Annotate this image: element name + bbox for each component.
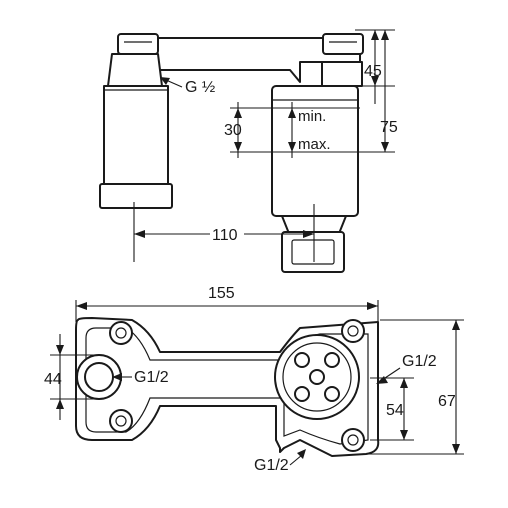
right-neck [321, 61, 363, 87]
plan-inner-contour [85, 327, 369, 445]
dim-45: 45 [364, 63, 382, 80]
right-port-label: G1/2 [402, 353, 437, 370]
right-socket [281, 231, 345, 273]
dim-44: 44 [44, 371, 62, 388]
side-view: G ½ 45 75 30 min. max. 110 [99, 29, 398, 273]
mount-hole-top-right [341, 319, 365, 343]
dim-54: 54 [386, 402, 404, 419]
left-top-fitting [117, 33, 159, 55]
dim-67: 67 [438, 393, 456, 410]
dim-30: 30 [224, 122, 242, 139]
min-label: min. [298, 108, 326, 125]
right-valve-body [274, 334, 360, 420]
bottom-port-label: G1/2 [254, 457, 289, 474]
left-port-label: G1/2 [134, 369, 169, 386]
mount-hole-top-left [109, 321, 133, 345]
mount-hole-bottom-left [109, 409, 133, 433]
dim-75: 75 [380, 119, 398, 136]
side-thread-label: G ½ [185, 79, 215, 96]
mount-hole-bottom-right [341, 428, 365, 452]
dim-110: 110 [212, 227, 238, 244]
left-neck [107, 53, 163, 87]
left-foot [99, 183, 173, 209]
plan-view: 155 44 G1/2 G1/2 54 67 G1/2 [44, 285, 464, 474]
left-cylinder [103, 85, 169, 185]
max-label: max. [298, 136, 331, 153]
right-top-fitting [322, 33, 364, 55]
dim-155: 155 [208, 285, 235, 302]
